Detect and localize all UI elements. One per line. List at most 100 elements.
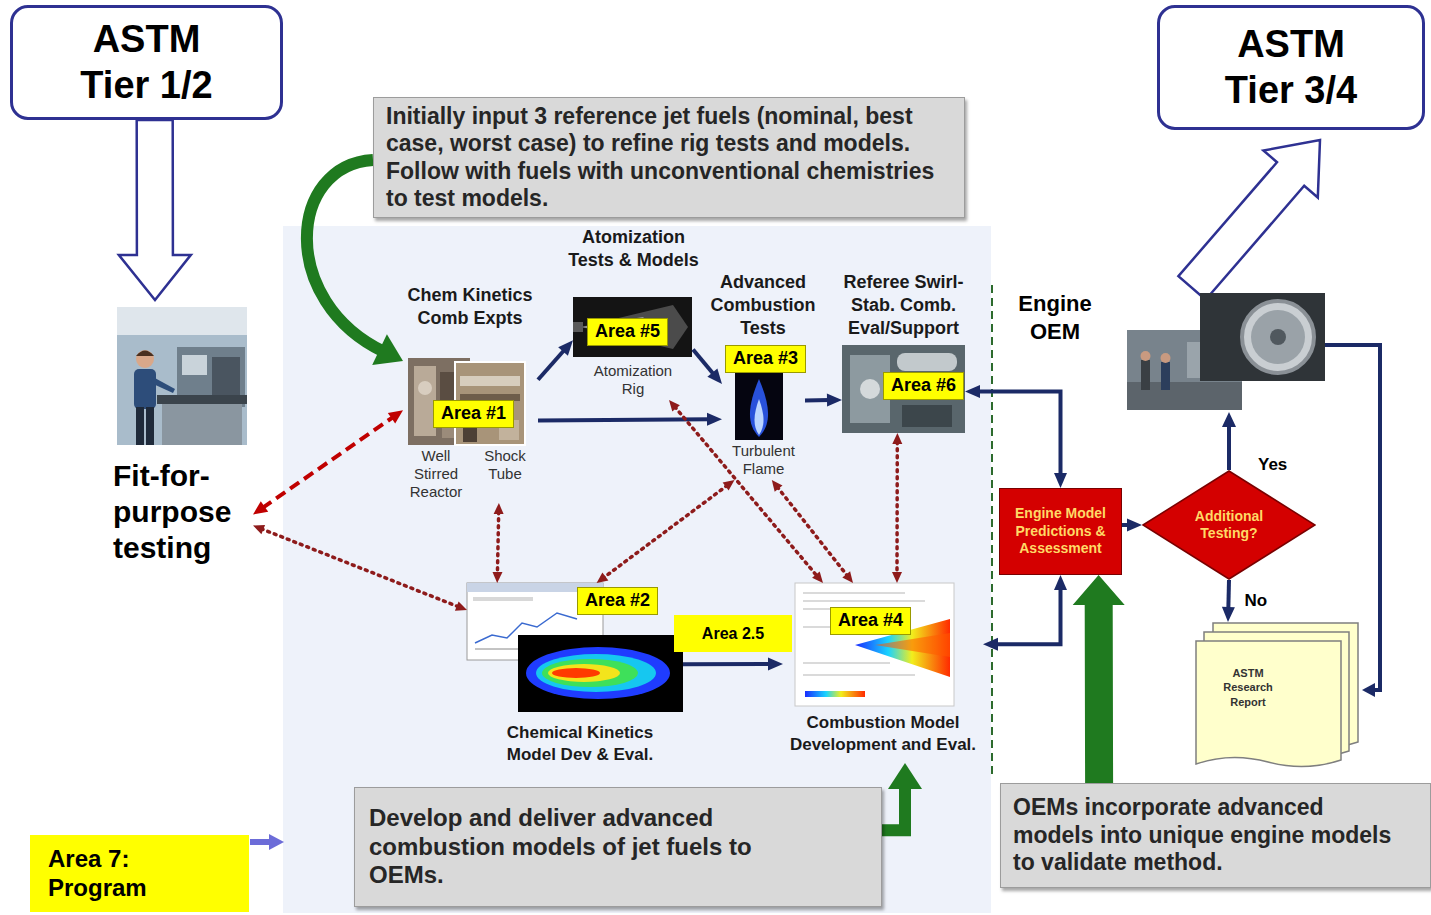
connector-line xyxy=(262,417,394,509)
tag-slot: Area #3 xyxy=(725,345,806,373)
area-tag: Area #4 xyxy=(830,607,911,635)
arrowhead xyxy=(983,638,998,651)
arrowhead xyxy=(388,410,403,423)
tag-slot: Area #1 xyxy=(433,400,514,428)
note-box: OEMs incorporate advanced models into un… xyxy=(1000,783,1431,888)
report-feed-line xyxy=(1362,683,1375,697)
arrowhead xyxy=(827,394,842,407)
area-heading: Advanced Combustion Tests xyxy=(704,271,822,340)
connector xyxy=(597,480,735,583)
lab-photo xyxy=(117,307,247,445)
note-text: Initially input 3 reference jet fuels (n… xyxy=(386,103,936,212)
arrowhead xyxy=(892,572,902,583)
document-page xyxy=(1196,641,1341,767)
decision-label: Additional Testing? xyxy=(1189,508,1269,543)
combustion-model-image xyxy=(803,601,925,602)
arrowhead xyxy=(707,413,722,426)
testing-station: Fit-for-purpose testing xyxy=(113,300,253,575)
hollow-arrow xyxy=(1178,140,1320,300)
combustion-model-image xyxy=(803,675,915,676)
arrowhead xyxy=(842,571,853,583)
caption-slot: Chemical Kinetics Model Dev & Eval. xyxy=(485,722,675,766)
yes-arrow xyxy=(1222,412,1236,427)
connector-line xyxy=(1226,580,1231,610)
block-arrow xyxy=(1073,575,1125,783)
combustion-model-image xyxy=(875,633,950,657)
area-tag: Area #5 xyxy=(587,318,668,346)
decision-diamond: Additional Testing? xyxy=(1142,470,1316,580)
turbofan-photo xyxy=(1270,329,1286,345)
document-stack xyxy=(1195,622,1360,772)
photo-caption: Turbulent Flame xyxy=(722,442,805,478)
arrowhead xyxy=(723,480,735,491)
arrowhead xyxy=(597,572,609,583)
lab-photo xyxy=(136,350,154,368)
turbofan-photo xyxy=(1200,293,1325,381)
engine-test-photo xyxy=(1161,362,1170,390)
combustion-model-image xyxy=(803,663,890,664)
lab-photo xyxy=(151,377,175,393)
atomization-photo xyxy=(581,305,688,349)
lab-photo xyxy=(117,307,247,335)
caption-slot: Combustion Model Development and Eval. xyxy=(783,712,983,756)
arrowhead xyxy=(888,763,922,789)
experiment-area: Atomization Tests & ModelsArea #5Atomiza… xyxy=(573,297,693,400)
shock-tube-photo xyxy=(460,376,520,386)
arrowhead xyxy=(892,433,902,444)
combustor-rig-photo xyxy=(842,345,965,433)
arrowhead xyxy=(1054,575,1067,590)
connector-line xyxy=(261,529,459,607)
experiment-area: Referee Swirl-Stab. Comb. Eval/SupportAr… xyxy=(842,345,965,433)
lab-photo xyxy=(146,407,154,445)
engine-test-photo xyxy=(1141,360,1150,390)
combustor-rig-photo xyxy=(897,353,957,371)
arrowhead xyxy=(1222,607,1235,622)
report-text-slot: ASTM Research Report xyxy=(1215,666,1281,709)
arrowhead xyxy=(253,525,265,534)
atomization-photo xyxy=(573,297,692,357)
note-box: Initially input 3 reference jet fuels (n… xyxy=(373,97,965,218)
connector xyxy=(253,525,467,611)
connector-line xyxy=(538,349,565,380)
caption-slot: Turbulent Flame xyxy=(722,442,805,478)
label-slot: Yes xyxy=(1258,455,1287,475)
model-area: Area #4 Combustion Model Development and … xyxy=(783,583,983,763)
label-slot: Engine OEM xyxy=(1003,290,1107,345)
heading-slot: Chem Kinetics Comb Expts xyxy=(395,284,545,330)
note-text: Develop and deliver advanced combustion … xyxy=(369,804,789,890)
arrowhead xyxy=(768,658,783,671)
engine-test-photo xyxy=(1161,353,1171,363)
tag-slot: Area #6 xyxy=(883,372,964,400)
connector-line xyxy=(977,392,1061,476)
branch-label: Yes xyxy=(1258,455,1287,475)
flame-contour xyxy=(518,635,683,712)
lab-photo xyxy=(136,351,154,357)
tier-label: ASTM Tier 3/4 xyxy=(1206,22,1376,113)
combustor-rig-photo xyxy=(842,345,965,433)
program-arrow xyxy=(250,839,270,845)
lab-photo xyxy=(117,307,247,445)
edge-label-slot: Area 2.5 xyxy=(674,615,792,652)
area-tag: Area #3 xyxy=(725,345,806,373)
flame-contour xyxy=(518,635,683,712)
arrowhead xyxy=(772,480,783,492)
note-box: Develop and deliver advanced combustion … xyxy=(354,787,882,907)
tier-box: ASTM Tier 3/4 xyxy=(1157,5,1425,130)
diamond-outline xyxy=(1143,471,1315,579)
arrowhead xyxy=(1127,519,1142,532)
program-panel xyxy=(283,226,991,913)
arrowhead xyxy=(965,385,980,398)
edge-label: Area 2.5 xyxy=(674,615,792,652)
arrowhead xyxy=(707,369,722,385)
lab-photo xyxy=(136,407,144,445)
process-box: Engine Model Predictions & Assessment xyxy=(999,488,1122,575)
tag-slot: Area #4 xyxy=(830,607,911,635)
region-label: Engine OEM xyxy=(1003,290,1107,345)
lab-photo xyxy=(134,369,156,409)
heading-slot: Atomization Tests & Models xyxy=(561,226,706,272)
caption-slot: Atomization Rig xyxy=(588,362,678,398)
edge-label: No xyxy=(1243,591,1270,611)
combustor-rig-photo xyxy=(902,405,952,427)
flame-contour xyxy=(526,647,670,699)
